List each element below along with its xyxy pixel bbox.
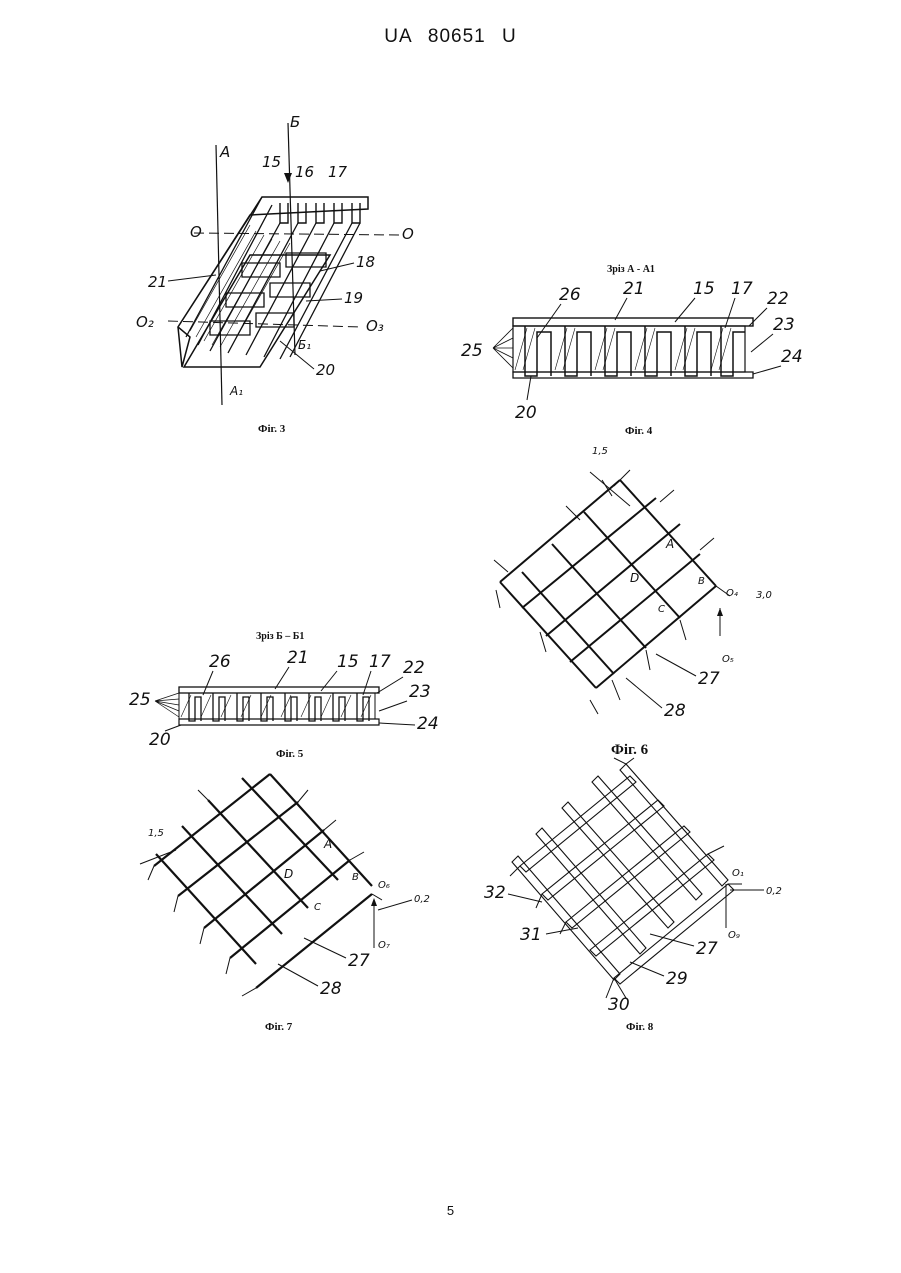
figure-8-drawing: O₁ 0,2 32 31 O₉ 27 29 30 <box>480 758 810 1013</box>
fig8-label-30: 30 <box>608 995 630 1015</box>
figure-3-drawing: A Б 15 16 17 O O 21 18 19 O₂ O₃ Б₁ 20 A₁ <box>130 105 410 405</box>
fig8-label-o9: O₉ <box>728 930 740 941</box>
fig8-label-o1: O₁ <box>732 868 744 879</box>
figure-5-drawing: 26 21 15 17 22 23 24 25 20 <box>125 645 455 745</box>
fig7-label-o7: O₇ <box>378 940 390 951</box>
fig7-label-1-5: 1,5 <box>148 828 164 839</box>
figure-4-section-title: Зріз А - А1 <box>607 264 655 275</box>
fig8-label-27: 27 <box>696 939 718 959</box>
fig3-label-20: 20 <box>316 361 335 379</box>
figure-6: 1,5 A D B C O₄ 3,0 O₅ 27 28 <box>480 440 810 740</box>
fig4-label-20: 20 <box>515 403 537 423</box>
fig5-label-25: 25 <box>129 690 151 710</box>
fig3-label-a1: A₁ <box>229 384 243 398</box>
fig7-label-b: B <box>352 872 359 883</box>
fig6-label-27: 27 <box>698 669 720 689</box>
fig3-label-b: Б <box>290 113 300 131</box>
fig3-label-18: 18 <box>356 253 375 271</box>
fig5-label-22: 22 <box>403 658 425 678</box>
fig3-label-o2: O₂ <box>136 313 154 331</box>
fig8-label-0-2: 0,2 <box>766 886 782 897</box>
fig4-label-24: 24 <box>781 347 803 367</box>
fig3-label-b1: Б₁ <box>298 338 311 352</box>
fig5-label-15: 15 <box>337 652 359 672</box>
fig4-label-21: 21 <box>623 279 645 299</box>
fig6-label-3-0: 3,0 <box>756 590 772 601</box>
fig3-label-21: 21 <box>148 273 167 291</box>
fig5-label-20: 20 <box>149 730 171 750</box>
fig8-label-32: 32 <box>484 883 506 903</box>
fig5-label-17: 17 <box>369 652 391 672</box>
figure-7-caption: Фіг. 7 <box>265 1021 292 1033</box>
figure-6-caption: Фіг. 6 <box>611 742 648 759</box>
fig6-label-a: A <box>665 537 674 551</box>
fig6-label-28: 28 <box>664 701 686 721</box>
figure-6-drawing: 1,5 A D B C O₄ 3,0 O₅ 27 28 <box>480 440 810 740</box>
fig6-label-1-5: 1,5 <box>592 446 608 457</box>
fig3-label-o3: O₃ <box>366 317 384 335</box>
fig4-label-26: 26 <box>559 285 581 305</box>
fig7-label-0-2: 0,2 <box>414 894 430 905</box>
fig5-label-21: 21 <box>287 648 309 668</box>
fig3-label-o-left: O <box>190 223 202 241</box>
fig6-label-c: C <box>658 604 665 615</box>
fig7-label-o6: O₆ <box>378 880 390 891</box>
fig4-label-25: 25 <box>461 341 483 361</box>
fig7-label-c: C <box>314 902 321 913</box>
figure-5-section-title: Зріз Б – Б1 <box>256 631 304 642</box>
figure-7-drawing: 1,5 A D B C O₆ 0,2 O₇ 27 28 <box>138 768 458 1008</box>
fig3-label-16: 16 <box>295 163 314 181</box>
fig3-label-a: A <box>219 143 230 161</box>
figure-4-drawing: 26 21 15 17 22 23 24 25 20 <box>455 278 815 423</box>
figure-3: A Б 15 16 17 O O 21 18 19 O₂ O₃ Б₁ 20 A₁ <box>130 105 410 405</box>
figure-7: 1,5 A D B C O₆ 0,2 O₇ 27 28 <box>138 768 458 1008</box>
fig8-label-31: 31 <box>520 925 542 945</box>
figure-5-caption: Фіг. 5 <box>276 748 303 760</box>
fig7-label-27: 27 <box>348 951 370 971</box>
figure-3-caption: Фіг. 3 <box>258 423 285 435</box>
fig7-label-d: D <box>284 867 293 881</box>
figure-8-caption: Фіг. 8 <box>626 1021 653 1033</box>
fig7-label-28: 28 <box>320 979 342 999</box>
fig6-label-b: B <box>698 576 705 587</box>
figure-4: 26 21 15 17 22 23 24 25 20 <box>455 278 815 423</box>
page-number: 5 <box>0 1203 901 1218</box>
fig5-label-23: 23 <box>409 682 431 702</box>
fig8-label-29: 29 <box>666 969 688 989</box>
figure-8: O₁ 0,2 32 31 O₉ 27 29 30 <box>480 758 810 1013</box>
fig4-label-23: 23 <box>773 315 795 335</box>
fig6-label-o5: O₅ <box>722 654 734 665</box>
fig3-label-17: 17 <box>328 163 348 181</box>
fig7-label-a: A <box>323 837 332 851</box>
fig6-label-o4: O₄ <box>726 588 738 599</box>
fig5-label-26: 26 <box>209 652 231 672</box>
fig6-label-d: D <box>630 571 639 585</box>
fig3-label-o-right: O <box>402 225 414 243</box>
figure-4-caption: Фіг. 4 <box>625 425 652 437</box>
figure-5: 26 21 15 17 22 23 24 25 20 <box>125 645 455 745</box>
fig4-label-17: 17 <box>731 279 753 299</box>
fig3-label-15: 15 <box>262 153 281 171</box>
fig5-label-24: 24 <box>417 714 439 734</box>
fig4-label-15: 15 <box>693 279 715 299</box>
patent-header: UA 80651 U <box>0 26 901 48</box>
fig4-label-22: 22 <box>767 289 789 309</box>
fig3-label-19: 19 <box>344 289 363 307</box>
